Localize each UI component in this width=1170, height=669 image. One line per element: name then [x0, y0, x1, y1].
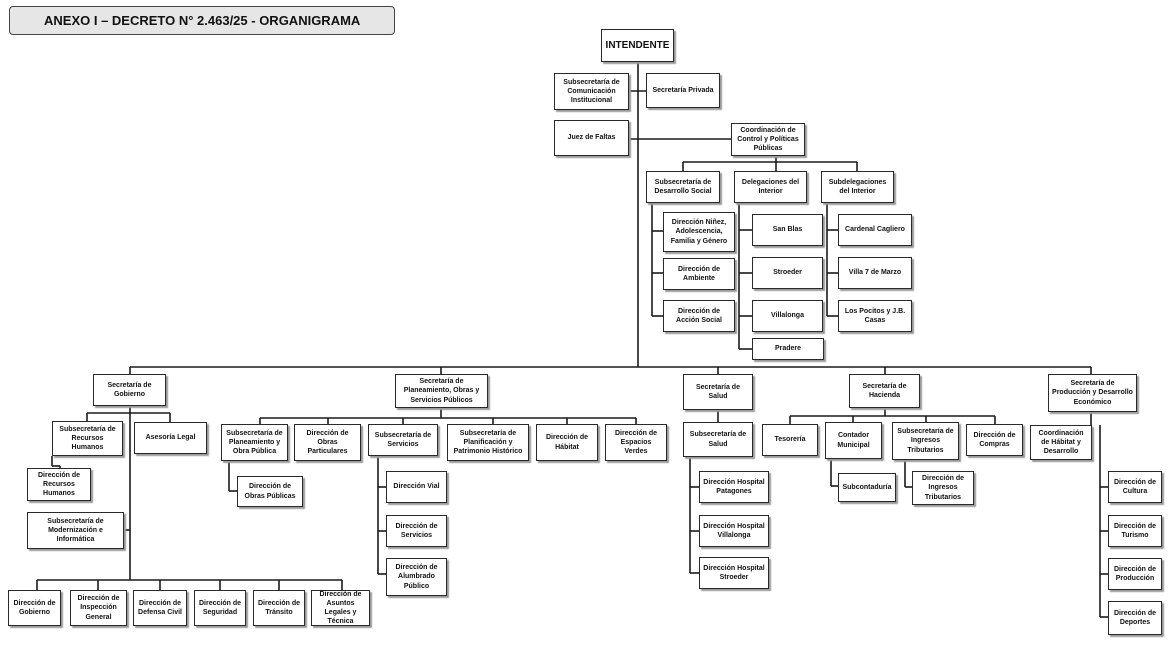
dir-alumbrado-box: Dirección de Alumbrado Público — [386, 558, 447, 596]
stroeder-box: Stroeder — [752, 257, 823, 289]
dir-servicios-box: Dirección de Servicios — [386, 515, 447, 547]
sub-ingresos-box: Subsecretaría de Ingresos Tributarios — [892, 422, 959, 460]
dir-seguridad-box: Dirección de Seguridad — [194, 590, 246, 626]
dir-rrhh-box: Dirección de Recursos Humanos — [27, 468, 91, 501]
subdeleg-interior-box: Subdelegaciones del Interior — [821, 171, 894, 203]
dir-espacios-verdes-box: Dirección de Espacios Verdes — [605, 424, 667, 461]
dir-obras-publicas-box: Dirección de Obras Públicas — [237, 476, 303, 507]
dir-inspeccion-box: Dirección de Inspección General — [70, 590, 127, 626]
sec-salud-box: Secretaría de Salud — [683, 374, 753, 410]
dir-habitat-box: Dirección de Hábitat — [536, 424, 598, 461]
juez-faltas-box: Juez de Faltas — [554, 120, 629, 156]
dir-cultura-box: Dirección de Cultura — [1108, 471, 1162, 503]
deleg-interior-box: Delegaciones del Interior — [734, 171, 807, 203]
dir-produccion-box: Dirección de Producción — [1108, 558, 1162, 590]
dir-ingresos-box: Dirección de Ingresos Tributarios — [912, 471, 974, 505]
dir-ambiente-box: Dirección de Ambiente — [663, 258, 735, 290]
sub-servicios-box: Subsecretaría de Servicios — [368, 424, 438, 456]
cardenal-cagliero-box: Cardenal Cagliero — [838, 214, 912, 246]
dir-gobierno-box: Dirección de Gobierno — [8, 590, 61, 626]
sub-modernizacion-box: Subsecretaría de Modernización e Informá… — [27, 512, 124, 549]
dir-asuntos-legales-box: Dirección de Asuntos Legales y Técnica — [311, 590, 370, 626]
dir-obras-particulares-box: Dirección de Obras Particulares — [294, 424, 361, 461]
sub-salud-box: Subsecretaría de Salud — [683, 422, 753, 457]
dir-ninez-box: Dirección Niñez, Adolescencia, Familia y… — [663, 212, 735, 252]
sub-planificacion-box: Subsecretaría de Planificación y Patrimo… — [447, 424, 529, 461]
dir-accion-social-box: Dirección de Acción Social — [663, 300, 735, 332]
sec-hacienda-box: Secretaría de Hacienda — [849, 374, 920, 408]
sec-privada-box: Secretaría Privada — [646, 73, 720, 108]
dir-deportes-box: Dirección de Deportes — [1108, 601, 1162, 635]
dir-defensa-civil-box: Dirección de Defensa Civil — [133, 590, 187, 626]
villalonga-box: Villalonga — [752, 300, 823, 332]
coord-habitat-box: Coordinación de Hábitat y Desarrollo — [1030, 425, 1092, 460]
sub-rrhh-box: Subsecretaría de Recursos Humanos — [52, 421, 123, 456]
hosp-stroeder-box: Dirección Hospital Stroeder — [699, 557, 769, 589]
dir-compras-box: Dirección de Compras — [966, 424, 1023, 456]
sec-gobierno-box: Secretaría de Gobierno — [93, 374, 166, 406]
villa-7-marzo-box: Villa 7 de Marzo — [838, 257, 912, 289]
page-title: ANEXO I – DECRETO N° 2.463/25 - ORGANIGR… — [9, 6, 395, 35]
subcontaduria-box: Subcontaduría — [838, 473, 896, 502]
sub-planeamiento-obra-box: Subsecretaría de Planeamiento y Obra Púb… — [221, 424, 288, 461]
hosp-villalonga-box: Dirección Hospital Villalonga — [699, 515, 769, 547]
hosp-patagones-box: Dirección Hospital Patagones — [699, 471, 769, 503]
sub-comunicacion-box: Subsecretaría de Comunicación Institucio… — [554, 73, 629, 110]
asesoria-legal-box: Asesoría Legal — [134, 422, 207, 454]
coord-control-box: Coordinación de Control y Políticas Públ… — [731, 123, 805, 156]
sec-produccion-box: Secretaría de Producción y Desarrollo Ec… — [1048, 374, 1137, 412]
sec-planeamiento-box: Secretaría de Planeamiento, Obras y Serv… — [395, 374, 488, 408]
san-blas-box: San Blas — [752, 214, 823, 246]
dir-vial-box: Dirección Vial — [386, 471, 447, 503]
tesoreria-box: Tesorería — [762, 424, 818, 456]
contador-box: Contador Municipal — [825, 422, 882, 459]
dir-turismo-box: Dirección de Turismo — [1108, 515, 1162, 547]
los-pocitos-box: Los Pocitos y J.B. Casas — [838, 300, 912, 332]
intendente-box: INTENDENTE — [601, 29, 674, 62]
pradere-box: Pradere — [752, 338, 824, 360]
sub-desarrollo-social-box: Subsecretaría de Desarrollo Social — [646, 171, 720, 203]
dir-transito-box: Dirección de Tránsito — [253, 590, 305, 626]
